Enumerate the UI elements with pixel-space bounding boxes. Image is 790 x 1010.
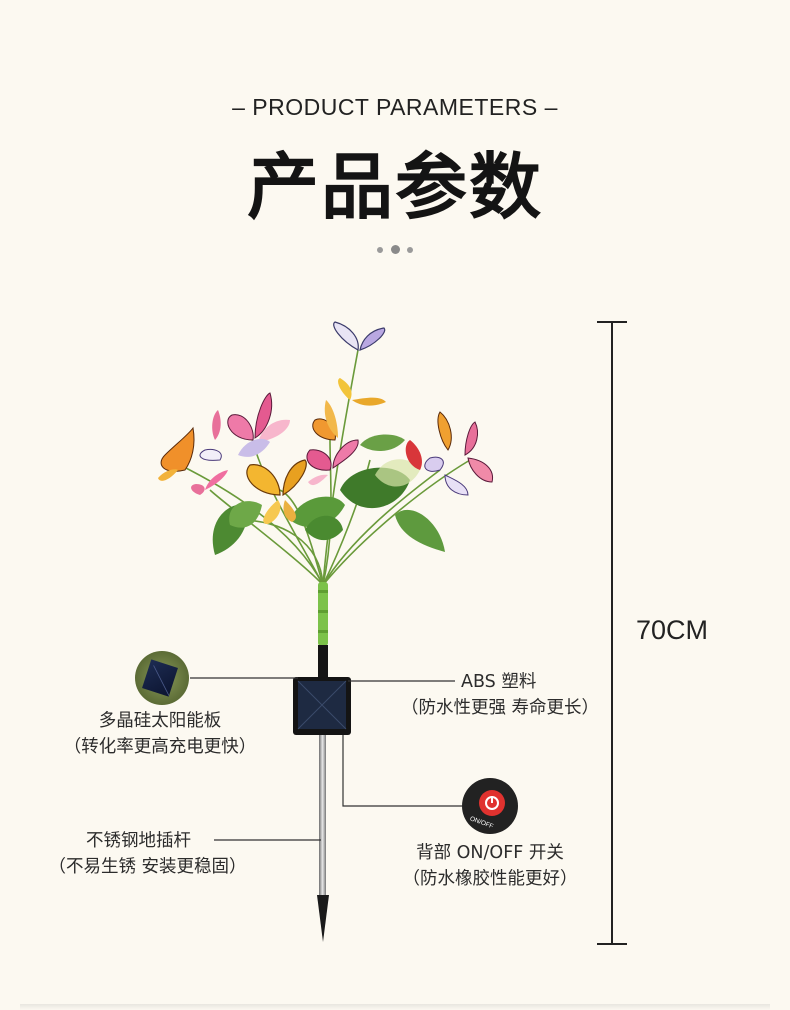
leader-lines xyxy=(190,677,462,841)
stainless-stake xyxy=(319,735,326,895)
section-subtitle: – PRODUCT PARAMETERS – xyxy=(232,94,558,120)
dot-center xyxy=(391,245,400,254)
butterflies xyxy=(158,321,494,525)
stem-connector xyxy=(318,645,328,677)
abs-body-label: ABS 塑料 xyxy=(461,672,537,692)
switch-note: （防水橡胶性能更好） xyxy=(402,869,578,889)
solar-light-body xyxy=(293,677,351,735)
dot-right xyxy=(407,247,413,253)
on-off-switch-icon xyxy=(462,778,518,834)
stake-note: （不易生锈 安装更稳固） xyxy=(48,857,247,877)
bottom-divider xyxy=(20,1004,770,1010)
section-title: 产品参数 xyxy=(246,145,543,229)
stake-label: 不锈钢地插杆 xyxy=(86,831,191,851)
solar-panel-label: 多晶硅太阳能板 xyxy=(98,711,222,731)
stake-tip xyxy=(317,895,329,942)
switch-label: 背部 ON/OFF 开关 xyxy=(416,843,564,863)
solar-panel-note: （转化率更高充电更快） xyxy=(63,737,257,757)
dot-left xyxy=(377,247,383,253)
abs-body-callout: ABS 塑料 （防水性更强 寿命更长） xyxy=(395,669,605,721)
height-label: 70CM xyxy=(636,615,709,645)
decorative-dots xyxy=(377,245,417,255)
abs-body-note: （防水性更强 寿命更长） xyxy=(400,698,600,718)
height-dimension-line xyxy=(597,321,627,945)
leaves xyxy=(212,434,445,555)
solar-panel-icon xyxy=(135,651,189,705)
switch-callout: 背部 ON/OFF 开关 （防水橡胶性能更好） xyxy=(390,840,590,892)
stake-callout: 不锈钢地插杆 （不易生锈 安装更稳固） xyxy=(40,828,255,880)
solar-panel-callout: 多晶硅太阳能板 （转化率更高充电更快） xyxy=(55,708,265,760)
